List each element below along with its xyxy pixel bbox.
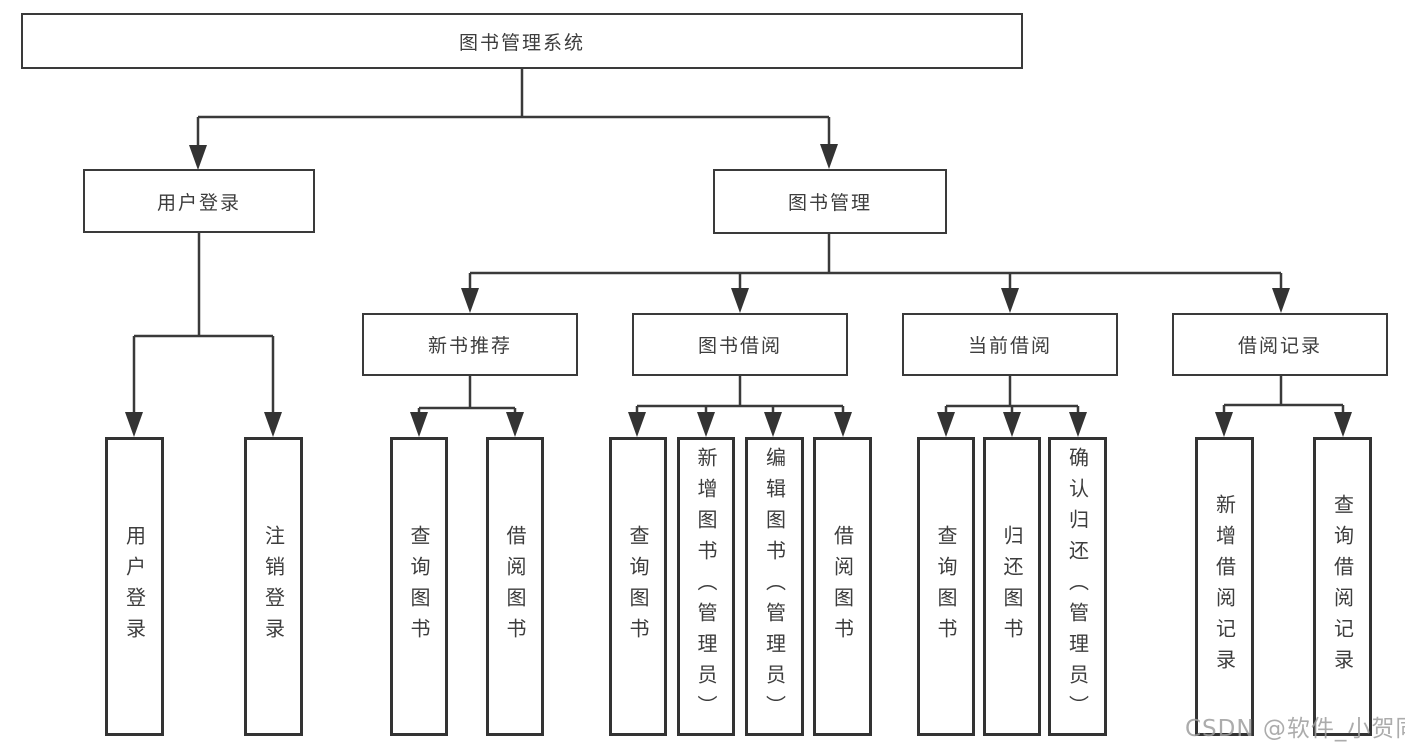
leaf-return-books: 归还图书 [983, 437, 1041, 736]
node-root-label: 图书管理系统 [458, 31, 585, 54]
leaf-user-login: 用户登录 [105, 437, 164, 736]
node-borrow-records-label: 借阅记录 [1237, 335, 1322, 357]
arrowheads [125, 144, 1352, 437]
node-new-book-recommend-label: 新书推荐 [427, 335, 512, 357]
leaf-add-books-admin-label: 新增图书（管理员） [694, 447, 718, 726]
leaf-borrow-books-2: 借阅图书 [813, 437, 872, 736]
csdn-watermark: CSDN @软件_小贺同学 [1185, 716, 1405, 742]
leaf-borrow-books-1-label: 借阅图书 [503, 524, 527, 649]
leaf-add-borrow-record-label: 新增借阅记录 [1212, 493, 1237, 680]
node-book-borrowing: 图书借阅 [632, 313, 848, 376]
leaf-query-books-3-label: 查询图书 [934, 524, 958, 649]
leaf-user-login-label: 用户登录 [122, 524, 147, 649]
node-current-borrowing-label: 当前借阅 [967, 335, 1052, 357]
leaf-add-books-admin: 新增图书（管理员） [677, 437, 735, 736]
leaf-confirm-return-admin: 确认归还（管理员） [1048, 437, 1107, 736]
leaf-edit-books-admin-label: 编辑图书（管理员） [762, 447, 787, 726]
leaf-query-books-1-label: 查询图书 [407, 524, 431, 649]
leaf-query-books-2-label: 查询图书 [626, 524, 650, 649]
leaf-return-books-label: 归还图书 [1000, 524, 1024, 649]
leaf-add-borrow-record: 新增借阅记录 [1195, 437, 1254, 736]
leaf-logout: 注销登录 [244, 437, 303, 736]
leaf-logout-label: 注销登录 [261, 524, 286, 649]
node-book-management-label: 图书管理 [787, 192, 872, 214]
node-book-borrowing-label: 图书借阅 [697, 335, 782, 357]
leaf-query-books-2: 查询图书 [609, 437, 667, 736]
node-new-book-recommend: 新书推荐 [362, 313, 578, 376]
leaf-query-borrow-record-label: 查询借阅记录 [1330, 493, 1355, 680]
node-user-login-label: 用户登录 [156, 191, 241, 214]
leaf-edit-books-admin: 编辑图书（管理员） [745, 437, 804, 736]
leaf-query-books-1: 查询图书 [390, 437, 448, 736]
leaf-borrow-books-1: 借阅图书 [486, 437, 544, 736]
leaf-query-borrow-record: 查询借阅记录 [1313, 437, 1372, 736]
leaf-confirm-return-admin-label: 确认归还（管理员） [1065, 447, 1090, 726]
node-current-borrowing: 当前借阅 [902, 313, 1118, 376]
node-user-login: 用户登录 [83, 169, 315, 233]
node-root: 图书管理系统 [21, 13, 1023, 69]
node-borrow-records: 借阅记录 [1172, 313, 1388, 376]
node-book-management: 图书管理 [713, 169, 947, 234]
leaf-borrow-books-2-label: 借阅图书 [830, 524, 855, 649]
leaf-query-books-3: 查询图书 [917, 437, 975, 736]
